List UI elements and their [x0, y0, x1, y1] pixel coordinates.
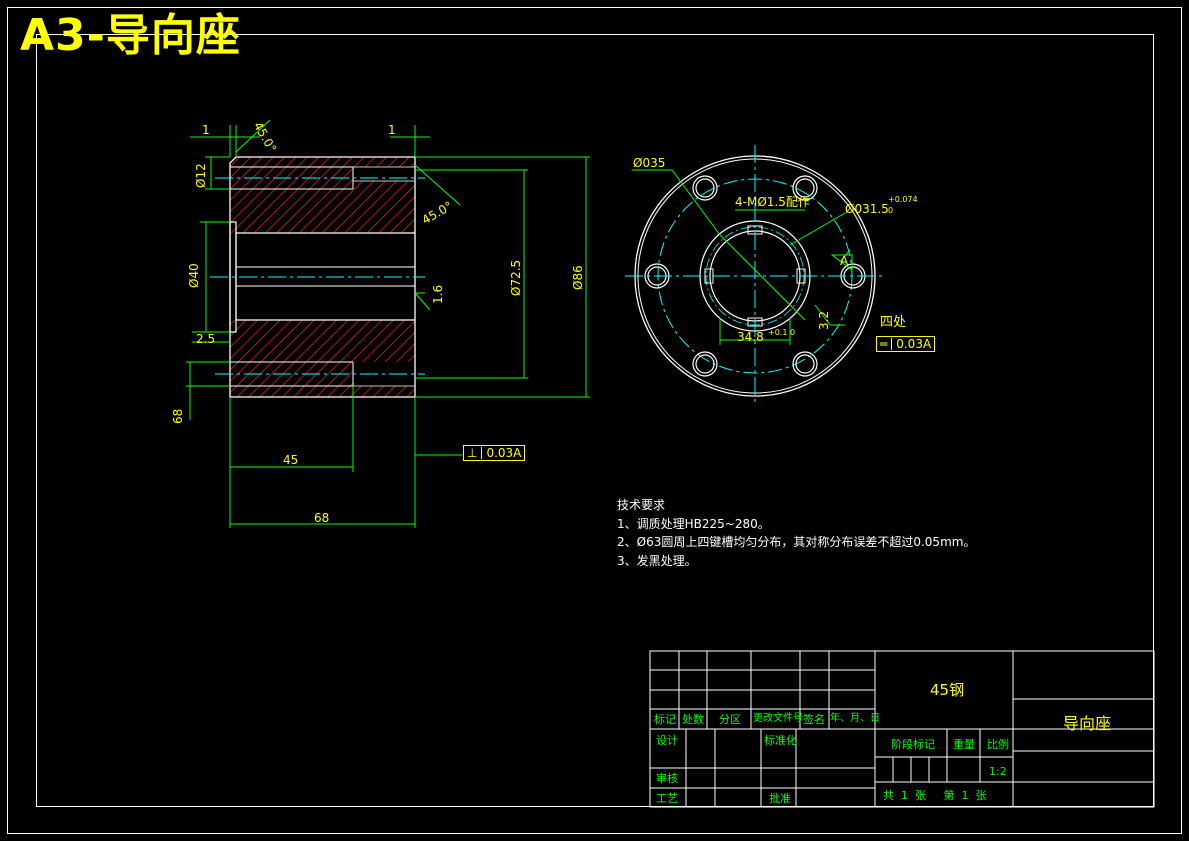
label-review: 审核 [656, 772, 678, 785]
symmetry-tolerance: ═ 0.03A [876, 336, 936, 352]
dim-68-vertical: 68 [171, 408, 185, 424]
roughness-3-2: 3.2 [817, 310, 831, 330]
scale-value: 1:2 [989, 765, 1007, 778]
tol-lower: 0 [888, 206, 894, 215]
symmetry-icon: ═ [880, 338, 893, 350]
dim-key-width: 34.8 [737, 330, 764, 344]
front-section-view [186, 119, 590, 528]
hatch-bottom-right [353, 386, 415, 397]
tech-requirement-2: 2、Ø63圆周上四键槽均匀分布，其对称分布误差不超过0.05mm。 [617, 535, 976, 550]
hatch-top-right-2 [353, 181, 415, 189]
header-mark: 标记 [654, 713, 676, 726]
hatch-top-right [353, 157, 415, 167]
tol-upper: +0.074 [888, 195, 918, 204]
roughness-1-6: 1.6 [431, 284, 445, 304]
label-standardize: 标准化 [764, 734, 797, 747]
dim-d72-5: Ø72.5 [509, 259, 523, 296]
dim-top-right-1: 1 [388, 123, 396, 137]
tech-requirement-3: 3、发黑处理。 [617, 553, 697, 568]
label-design: 设计 [656, 734, 678, 747]
header-change-doc: 更改文件号 [753, 713, 803, 724]
counterbore [229, 221, 237, 333]
note-four-places: 四处 [880, 315, 907, 330]
side-view [625, 145, 885, 405]
dim-length-45: 45 [283, 453, 299, 467]
perpendicularity-tolerance: ⊥ 0.03A [463, 445, 526, 461]
label-weight: 重量 [953, 738, 975, 751]
dim-top-left-1: 1 [202, 123, 210, 137]
dim-d86: Ø86 [571, 265, 585, 290]
label-process: 工艺 [656, 792, 678, 805]
perpendicularity-value: 0.03A [486, 446, 522, 460]
hatch-top-band [230, 189, 415, 233]
part-name: 导向座 [1063, 714, 1112, 733]
hatch-bottom-left [230, 362, 353, 397]
tech-requirements: 技术要求 1、调质处理HB225~280。 2、Ø63圆周上四键槽均匀分布，其对… [617, 496, 975, 570]
label-approve: 批准 [769, 792, 791, 805]
body-outline [229, 156, 416, 398]
datum-a: A [840, 254, 849, 268]
header-date: 年、月、日 [830, 713, 880, 724]
drawing-border [36, 34, 1154, 807]
hole-callout: 4-MØ1.5配作 [735, 195, 810, 209]
dim-d40: Ø40 [187, 263, 201, 288]
label-scale: 比例 [987, 738, 1009, 751]
tech-requirements-title: 技术要求 [617, 498, 666, 512]
dim-key-tol: +0.1 0 [768, 328, 796, 337]
hatch-top-left [230, 157, 353, 189]
header-signature: 签名 [803, 713, 825, 726]
material: 45钢 [930, 681, 965, 699]
outer-border [7, 7, 1182, 834]
symmetry-value: 0.03A [896, 337, 932, 351]
dim-2-5: 2.5 [196, 332, 216, 346]
dim-length-68: 68 [314, 511, 330, 525]
label-stage-mark: 阶段标记 [891, 738, 935, 751]
header-count: 处数 [682, 713, 704, 726]
hatch-bottom-band [230, 320, 415, 362]
drawing-title: A3-导向座 [20, 10, 241, 61]
header-zone: 分区 [719, 713, 741, 726]
tech-requirement-1: 1、调质处理HB225~280。 [617, 516, 770, 531]
perpendicular-icon: ⊥ [467, 447, 483, 459]
title-block-lines [649, 650, 1155, 808]
dim-d31-5: Ø031.5 [845, 202, 889, 216]
dim-d35: Ø035 [633, 156, 666, 170]
sheet-count: 共 1 张 第 1 张 [883, 789, 987, 802]
dim-d12: Ø12 [194, 163, 208, 188]
